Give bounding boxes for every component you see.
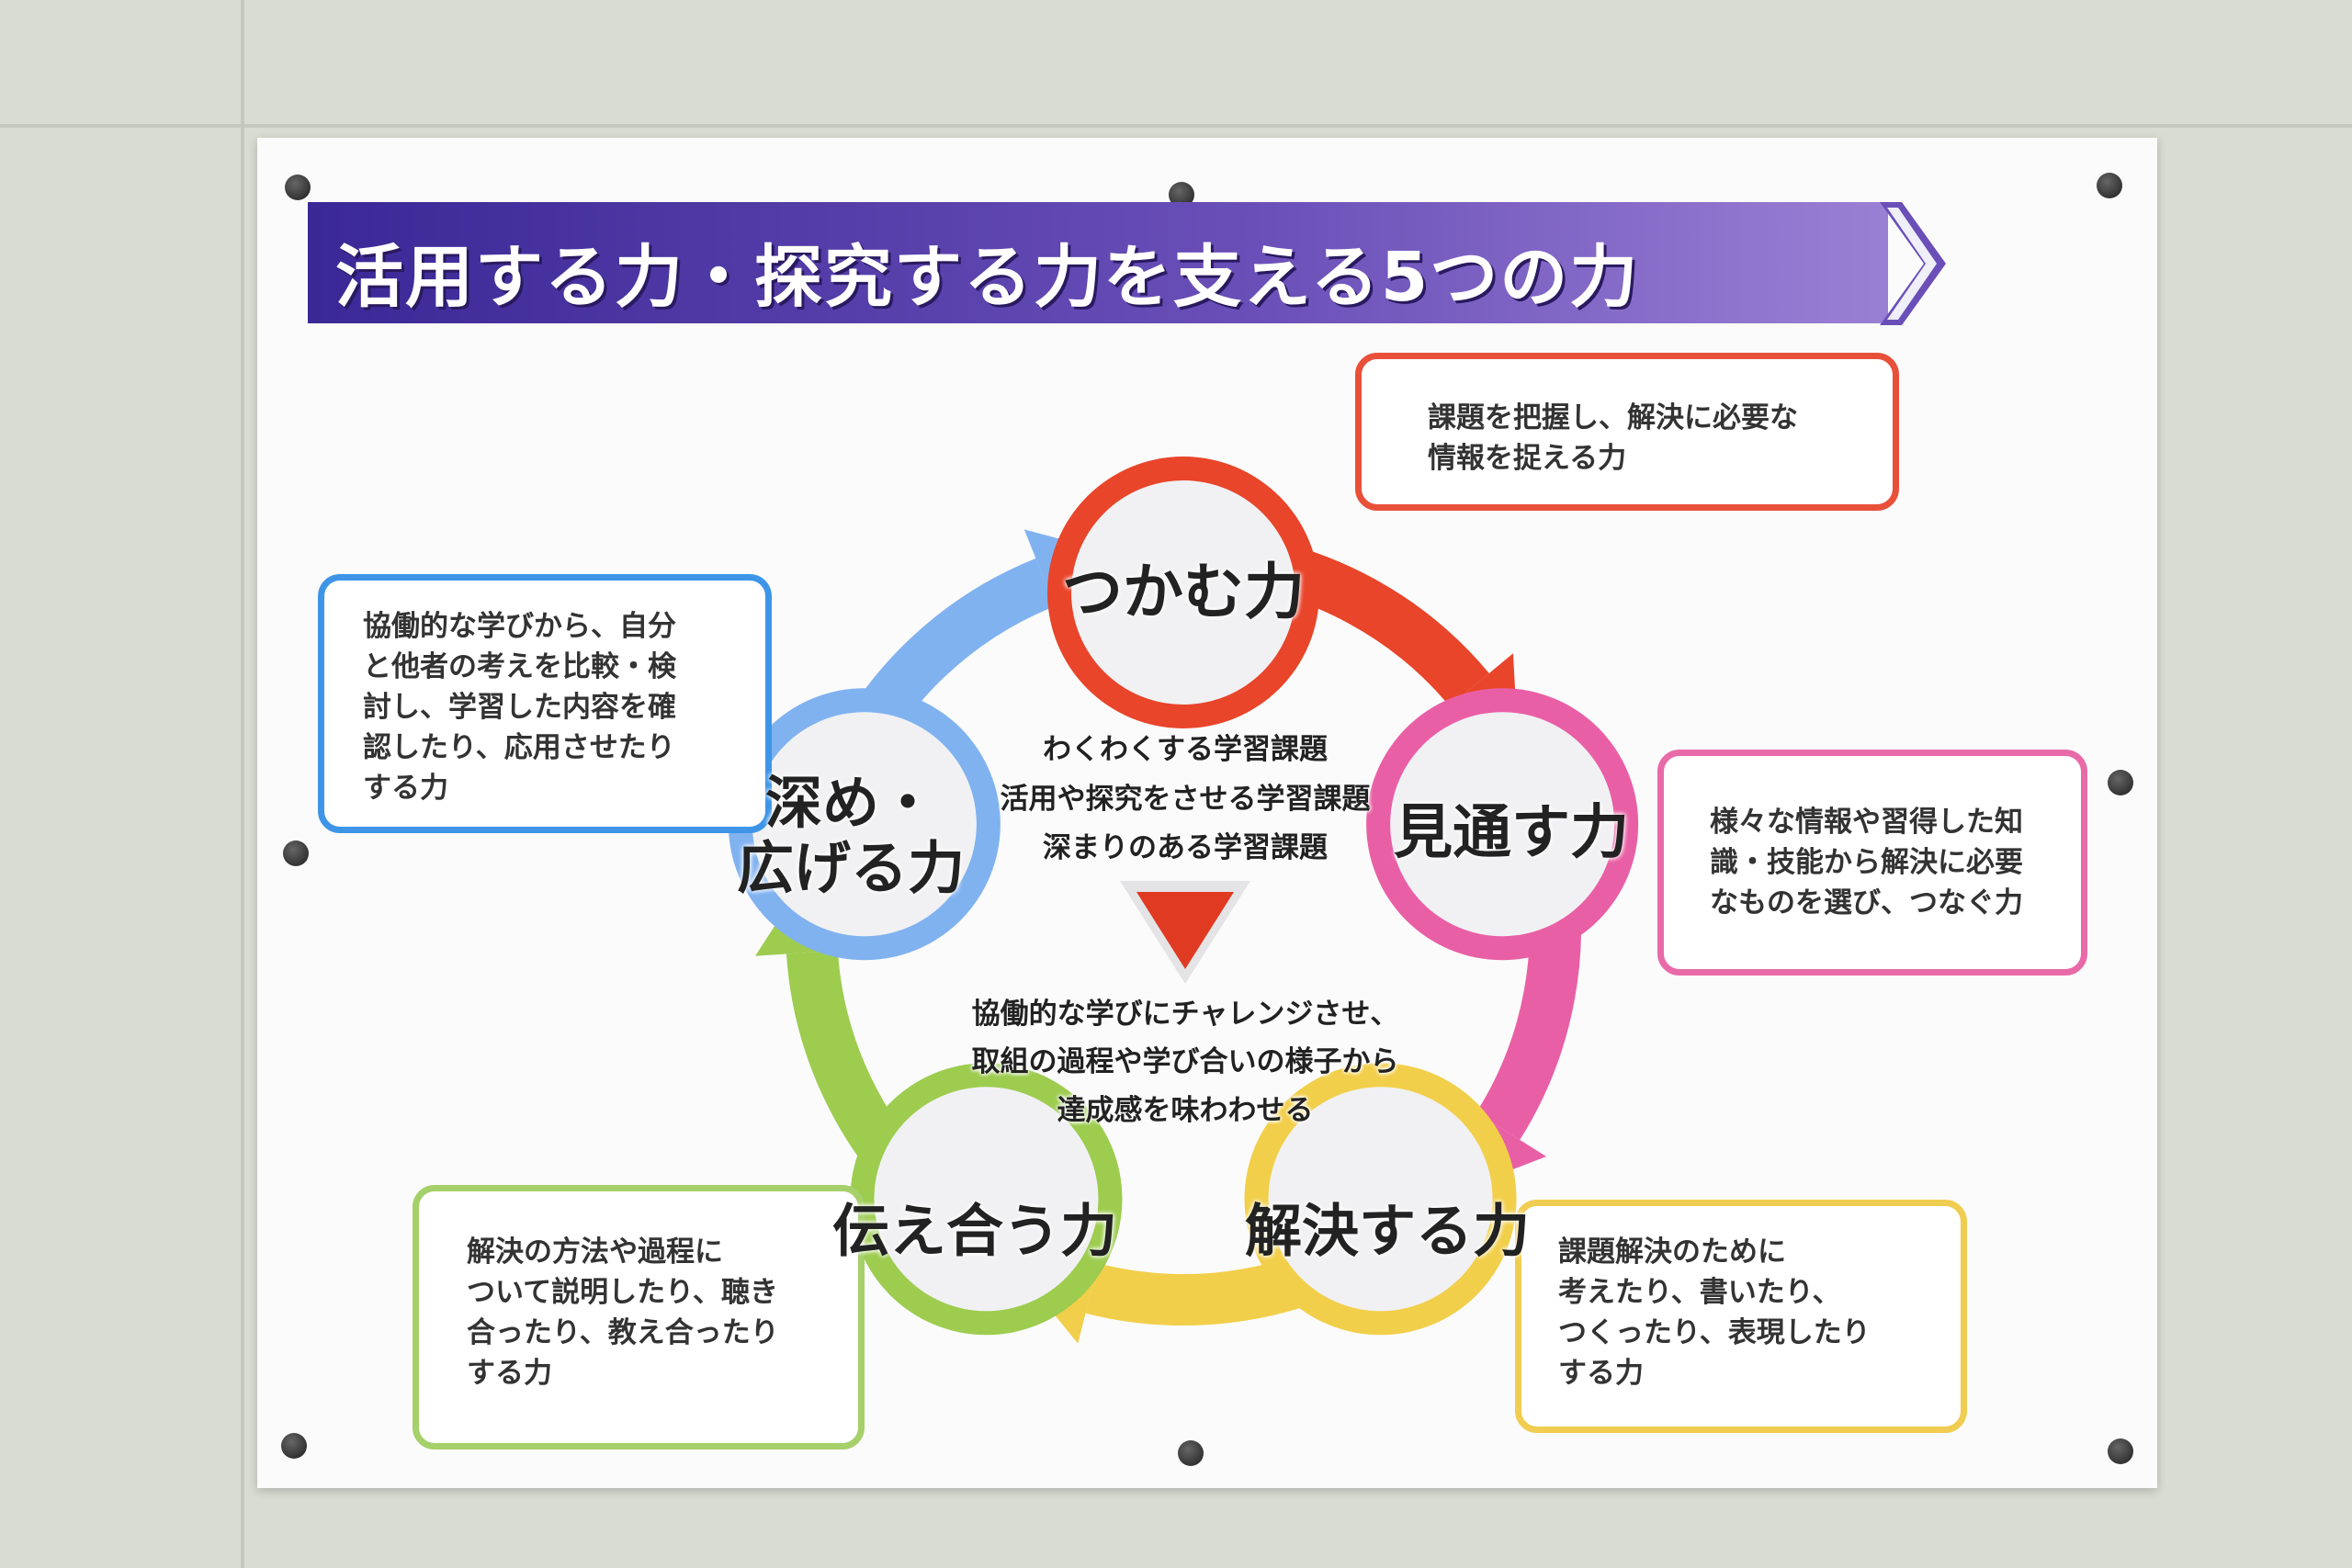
power-label-solve: 解決する力 (1244, 1197, 1531, 1265)
power-label-deepen: 深め・広げる力 (736, 769, 966, 902)
description-line: する力 (467, 1357, 552, 1391)
description-line: 考えたり、書いたり、 (1558, 1276, 1841, 1310)
pin (2108, 1438, 2133, 1464)
description-box-communicate: 解決の方法や過程について説明したり、聴き合ったり、教え合ったりする力 (413, 1185, 865, 1450)
description-line: 課題解決のために (1558, 1235, 1786, 1269)
center-text-line: わくわくする学習課題 (1043, 733, 1328, 766)
description-line: 課題を把握し、解決に必要な (1428, 401, 1798, 434)
down-triangle-icon (1120, 881, 1250, 984)
description-line: 解決の方法や過程に (467, 1235, 723, 1269)
description-line: する力 (1558, 1357, 1644, 1391)
pin (1178, 1440, 1204, 1466)
circle-communicate (874, 1087, 1099, 1312)
title-banner (308, 202, 1888, 323)
description-line: する力 (363, 772, 448, 806)
description-line: つくったり、表現したり (1558, 1316, 1871, 1350)
circle-foresee (1390, 712, 1615, 937)
wall-seam (241, 0, 244, 1568)
description-line: 協働的な学びから、自分 (363, 610, 676, 643)
chevron-right-icon (1880, 202, 1946, 325)
description-box-grasp: 課題を把握し、解決に必要な情報を捉える力 (1355, 353, 1899, 511)
power-label-communicate: 伝え合う力 (831, 1197, 1118, 1265)
description-line: 認したり、応用させたり (363, 731, 675, 765)
description-line: 討し、学習した内容を確 (363, 691, 676, 725)
pin (285, 175, 311, 200)
center-text-line: 活用や探究をさせる学習課題 (1000, 783, 1371, 816)
description-line: 識・技能から解決に必要 (1710, 846, 2023, 880)
description-box-solve: 課題解決のために考えたり、書いたり、つくったり、表現したりする力 (1515, 1200, 1967, 1433)
poster-title: 活用する力・探究する力を支える5つの力 (335, 238, 1640, 317)
description-line: 合ったり、教え合ったり (467, 1316, 779, 1350)
circle-solve (1268, 1087, 1493, 1312)
pin (281, 1433, 307, 1459)
pin (283, 840, 309, 866)
description-line: なものを選び、つなぐ力 (1710, 886, 2023, 920)
description-box-deepen: 協働的な学びから、自分と他者の考えを比較・検討し、学習した内容を確認したり、応用… (318, 574, 772, 833)
pin (2108, 770, 2133, 795)
pin (2097, 173, 2122, 198)
circle-grasp (1071, 480, 1295, 705)
description-line: 様々な情報や習得した知 (1710, 806, 2023, 839)
center-text-line: 達成感を味わわせる (1057, 1094, 1314, 1127)
center-text-line: 取組の過程や学び合いの様子から (971, 1045, 1399, 1078)
center-text-line: 深まりのある学習課題 (1043, 831, 1328, 864)
wall-seam (0, 124, 2352, 128)
description-line: ついて説明したり、聴き (467, 1276, 778, 1310)
description-box-foresee: 様々な情報や習得した知識・技能から解決に必要なものを選び、つなぐ力 (1657, 750, 2087, 976)
description-line: と他者の考えを比較・検 (363, 650, 676, 684)
description-line: 情報を捉える力 (1428, 442, 1627, 476)
circle-deepen (752, 712, 977, 937)
power-label-foresee: 見通す力 (1394, 799, 1629, 868)
center-text-line: 協働的な学びにチャレンジさせ、 (971, 998, 1399, 1031)
power-label-grasp: つかむ力 (1062, 557, 1305, 628)
